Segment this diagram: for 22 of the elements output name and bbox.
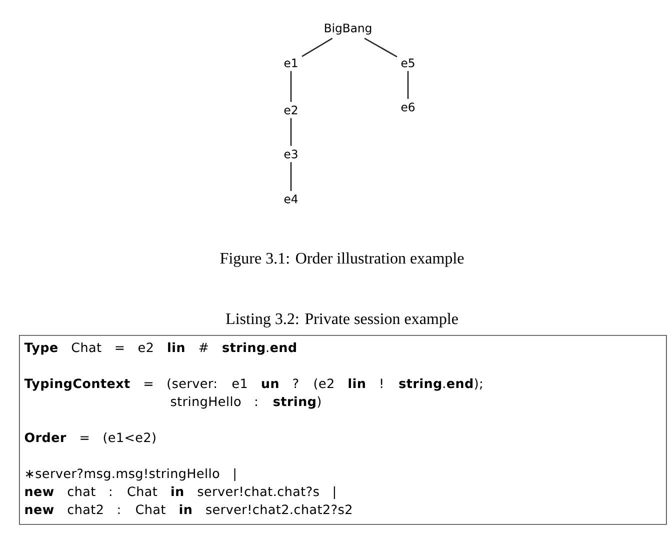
line [290, 162, 292, 191]
figure-caption: Figure 3.1: Order illustration example [220, 252, 464, 267]
tree-node-label: e6 [401, 102, 415, 112]
code-line: Order = (e1<e2) [24, 432, 156, 444]
tree-node-label: e1 [284, 58, 298, 68]
code-line: new chat2 : Chat in server!chat2.chat2?s2 [25, 504, 352, 514]
code-line: ∗server?msg.msg!stringHello | [26, 468, 236, 481]
code-line: TypingContext = (server: e1 un ? (e2 lin ! string.end); [24, 378, 482, 391]
line [407, 71, 409, 99]
tree-node-label: e3 [284, 150, 298, 158]
line [290, 71, 292, 102]
tree-node-label: e4 [284, 194, 298, 204]
line [364, 38, 398, 58]
tree-node-label: BigBang [324, 23, 372, 35]
tree-node-label: e2 [284, 106, 298, 114]
line [290, 118, 292, 146]
code-line: new chat : Chat in server!chat.chat?s | [25, 486, 335, 499]
code-line: Type Chat = e2 lin # string.end [24, 342, 296, 355]
line [302, 38, 333, 58]
tree-node-label: e5 [401, 58, 414, 68]
code-line: stringHello : string) [170, 396, 321, 409]
listing-caption: Listing 3.2: Private session example [226, 312, 458, 328]
